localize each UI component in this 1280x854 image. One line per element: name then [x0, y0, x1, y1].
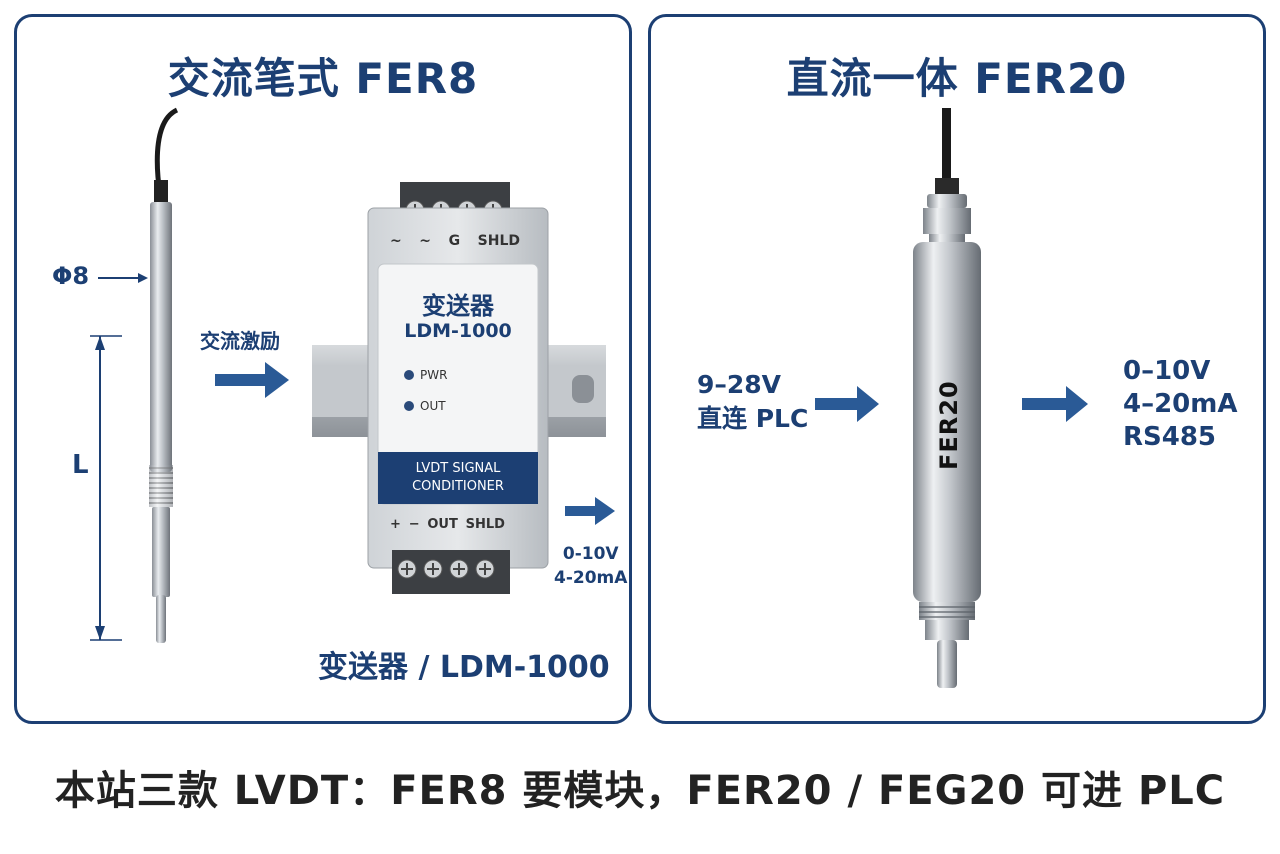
input-plc: 直连 PLC [697, 404, 809, 433]
module-band: LVDT SIGNAL CONDITIONER [378, 460, 538, 496]
module-top-terminal-labels: ~ ~ G SHLD [390, 233, 520, 249]
module-caption: 变送器 / LDM-1000 [318, 650, 610, 685]
output-line2: 4-20mA [554, 568, 628, 588]
module-model: LDM-1000 [404, 320, 512, 342]
terminal-label: SHLD [465, 517, 505, 532]
terminal-label: G [448, 233, 461, 249]
left-panel-title: 交流笔式 FER8 [167, 54, 479, 103]
footer-caption: 本站三款 LVDT：FER8 要模块，FER20 / FEG20 可进 PLC [54, 768, 1226, 814]
input-voltage: 9–28V [697, 370, 782, 399]
dc-input-arrow-icon [815, 386, 879, 422]
dc-output-labels: 0–10V 4–20mA RS485 [1123, 355, 1238, 454]
dc-output-arrow-icon [1022, 386, 1088, 422]
terminal-label: OUT [427, 517, 458, 532]
right-panel-title: 直流一体 FER20 [786, 54, 1128, 103]
terminal-label: + [390, 517, 401, 532]
terminal-label: ~ [419, 233, 432, 249]
diameter-label: Φ8 [52, 262, 90, 290]
output-rs485: RS485 [1123, 422, 1217, 452]
module-output-arrow-icon [565, 497, 615, 525]
output-line1: 0-10V [562, 544, 619, 564]
ldm1000-module-illustration [312, 182, 606, 594]
module-bottom-terminal-labels: + − OUT SHLD [390, 517, 505, 532]
fer20-body-label: FER20 [935, 380, 963, 470]
pwr-led-label: PWR [420, 368, 448, 382]
terminal-label: ~ [390, 233, 402, 249]
terminal-label: − [408, 517, 420, 532]
excitation-label: 交流激励 [200, 329, 280, 353]
output-voltage: 0–10V [1123, 356, 1211, 386]
fer20-sensor-illustration [913, 108, 981, 688]
out-led-label: OUT [420, 399, 446, 413]
module-title: 变送器 [422, 292, 494, 320]
module-output-label: 0-10V 4-20mA [554, 542, 627, 590]
fer8-probe-illustration [90, 107, 179, 643]
output-current: 4–20mA [1123, 389, 1238, 419]
excitation-arrow-icon [215, 362, 289, 398]
band-line1: LVDT SIGNAL [415, 461, 501, 476]
terminal-label: SHLD [477, 233, 520, 249]
length-label: L [72, 450, 89, 480]
band-line2: CONDITIONER [412, 479, 504, 494]
dc-input-label: 9–28V 直连 PLC [697, 368, 808, 436]
